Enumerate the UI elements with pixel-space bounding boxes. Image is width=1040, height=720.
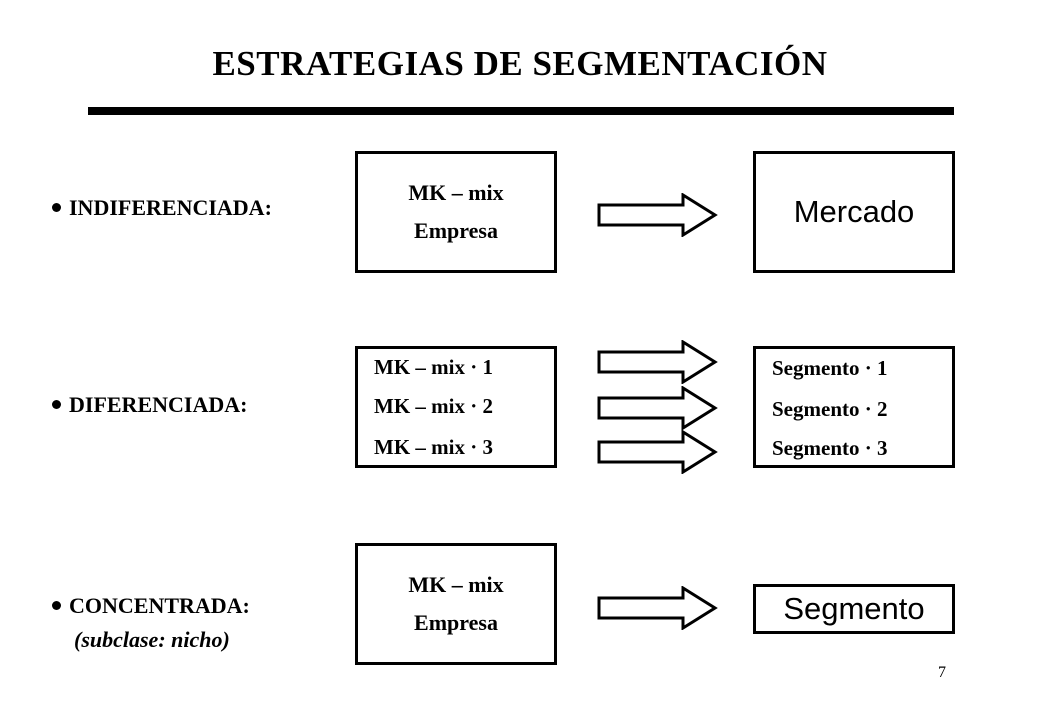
diferenciada-target-stack: Segmento · 1 Segmento · 2 Segmento · 3 [753, 346, 955, 468]
strategy-label-concentrada: CONCENTRADA: [52, 593, 250, 619]
arrow-right-icon [597, 586, 718, 630]
diferenciada-source-1: MK – mix · 1 [374, 355, 493, 379]
diferenciada-target-3: Segmento · 3 [772, 436, 888, 460]
diferenciada-text: DIFERENCIADA: [69, 392, 248, 417]
strategy-label-diferenciada: DIFERENCIADA: [52, 392, 247, 418]
concentrada-source-box: MK – mix Empresa [355, 543, 557, 665]
segmento-text: Segmento [783, 591, 925, 626]
diferenciada-source-2: MK – mix · 2 [374, 394, 493, 418]
bullet-icon [52, 203, 61, 213]
concentrada-target-box: Segmento [753, 584, 955, 634]
slide-title: ESTRATEGIAS DE SEGMENTACIÓN [212, 44, 828, 83]
arrow-right-icon [597, 193, 718, 237]
concentrada-text: CONCENTRADA: [69, 593, 250, 618]
diferenciada-target-2: Segmento · 2 [772, 397, 888, 421]
diferenciada-source-stack: MK – mix · 1 MK – mix · 2 MK – mix · 3 [355, 346, 557, 468]
arrow-right-icon [597, 430, 718, 474]
title-underline [88, 107, 954, 115]
page-number: 7 [938, 664, 946, 681]
arrow-right-icon [597, 340, 718, 384]
diferenciada-source-3: MK – mix · 3 [374, 435, 493, 459]
indiferenciada-source-line2: Empresa [414, 218, 498, 243]
indiferenciada-target-box: Mercado [753, 151, 955, 273]
bullet-icon [52, 400, 61, 410]
concentrada-sublabel: (subclase: nicho) [74, 627, 230, 652]
indiferenciada-source-box: MK – mix Empresa [355, 151, 557, 273]
diferenciada-target-1: Segmento · 1 [772, 356, 888, 380]
concentrada-source-line2: Empresa [414, 610, 498, 635]
indiferenciada-text: INDIFERENCIADA: [69, 195, 272, 220]
mercado-text: Mercado [793, 194, 915, 229]
arrow-right-icon [597, 386, 718, 430]
strategy-label-indiferenciada: INDIFERENCIADA: [52, 195, 272, 221]
indiferenciada-source-line1: MK – mix [408, 180, 504, 205]
bullet-icon [52, 601, 61, 611]
concentrada-source-line1: MK – mix [408, 572, 504, 597]
